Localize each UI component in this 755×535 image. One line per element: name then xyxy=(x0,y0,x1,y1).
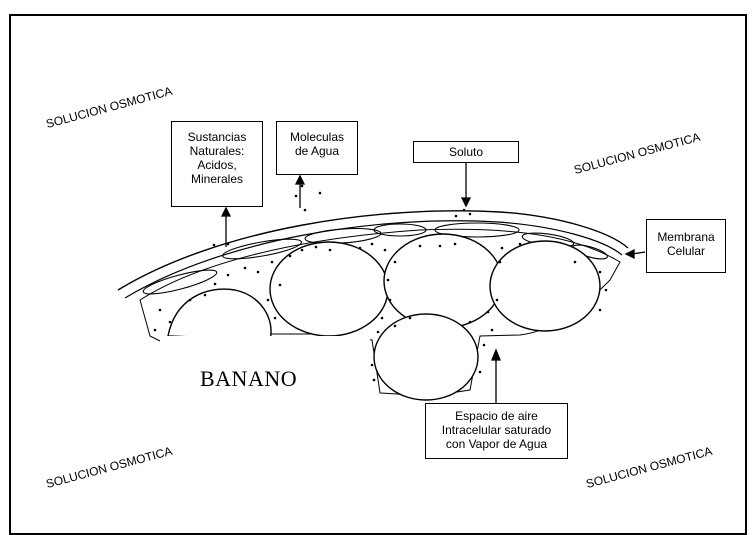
label-box-espacio: Espacio de aire Intracelular saturado co… xyxy=(425,403,568,459)
label-box-membrana: Membrana Celular xyxy=(646,219,726,273)
label-box-moleculas: Moleculas de Agua xyxy=(276,121,358,175)
label-box-soluto: Soluto xyxy=(413,141,519,163)
banano-label: BANANO xyxy=(200,366,297,392)
label-box-sustancias: Sustancias Naturales: Acidos, Minerales xyxy=(171,121,263,207)
